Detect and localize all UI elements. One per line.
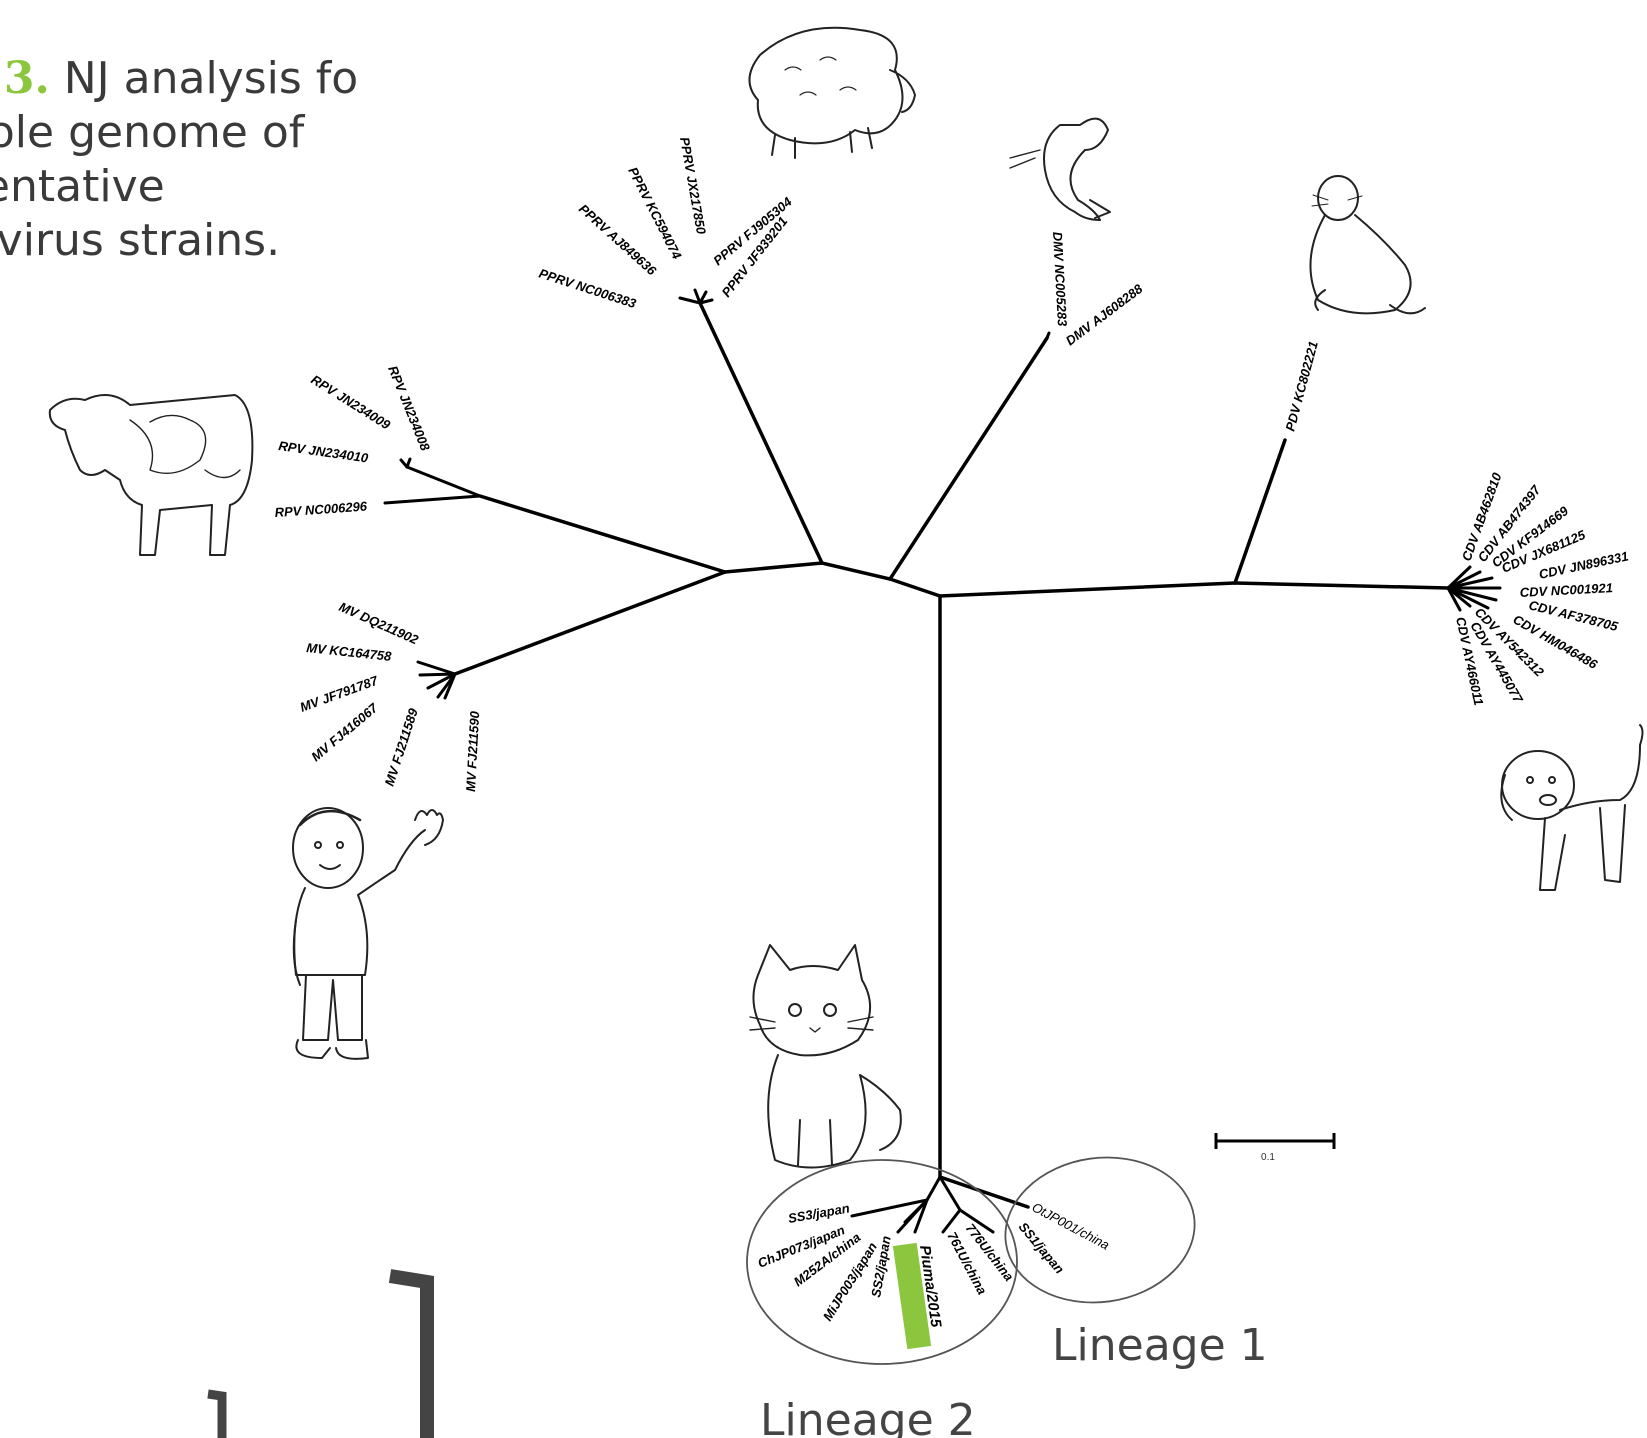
scale-bar: 0.1 (1216, 1133, 1334, 1163)
dolphin-icon (1010, 119, 1110, 220)
mv-twigs (418, 662, 455, 698)
dmv-branch (890, 338, 1047, 579)
leaf-pprv-nc006383: PPRV NC006383 (537, 266, 639, 312)
leaf-pprv-jx217850: PPRV JX217850 (677, 136, 709, 236)
rpv-branch (480, 496, 725, 572)
seal-icon (1310, 176, 1425, 313)
dog-icon (1501, 725, 1642, 890)
leaf-mv-kc164758: MV KC164758 (306, 640, 393, 664)
scale-bar-label: 0.1 (1261, 1152, 1275, 1163)
pprv-branch (700, 303, 822, 563)
pdv-branch (1235, 440, 1285, 583)
leaf-rpv-jn234009: RPV JN234009 (308, 372, 393, 433)
cdv-twigs (1448, 567, 1500, 610)
leaf-mv-fj211589: MV FJ211589 (382, 706, 421, 788)
backbone-branch (725, 563, 1235, 596)
boy-icon (293, 808, 443, 1059)
pprv-twigs (680, 290, 712, 303)
rpv-twigs (385, 459, 480, 503)
cow-icon (50, 395, 253, 555)
leaf-rpv-jn234008: RPV JN234008 (385, 364, 433, 454)
lineage-1-label: Lineage 1 (1052, 1320, 1268, 1371)
leaf-dmv-aj608288: DMV AJ608288 (1063, 281, 1146, 349)
leaf-dmv-nc005283: DMV NC005283 (1050, 231, 1070, 327)
lineage-twigs (852, 1177, 1028, 1232)
leaf-pdv-kc802221: PDV KC802221 (1282, 340, 1320, 433)
leaf-mv-dq211902: MV DQ211902 (337, 599, 421, 648)
lineage-2-label: Lineage 2 (760, 1395, 976, 1438)
dmv-twig (1047, 333, 1049, 338)
tree-branches (455, 303, 1448, 1177)
leaf-mv-fj416067: MV FJ416067 (308, 700, 381, 764)
bracket-marks (208, 1276, 427, 1438)
mv-branch (455, 572, 725, 674)
sheep-icon (749, 28, 915, 158)
leaf-mv-fj211590: MV FJ211590 (463, 710, 482, 792)
cat-icon (750, 945, 901, 1168)
leaf-rpv-jn234010: RPV JN234010 (278, 438, 370, 466)
leaf-rpv-nc006296: RPV NC006296 (274, 499, 368, 520)
cdv-branch (1235, 583, 1448, 588)
